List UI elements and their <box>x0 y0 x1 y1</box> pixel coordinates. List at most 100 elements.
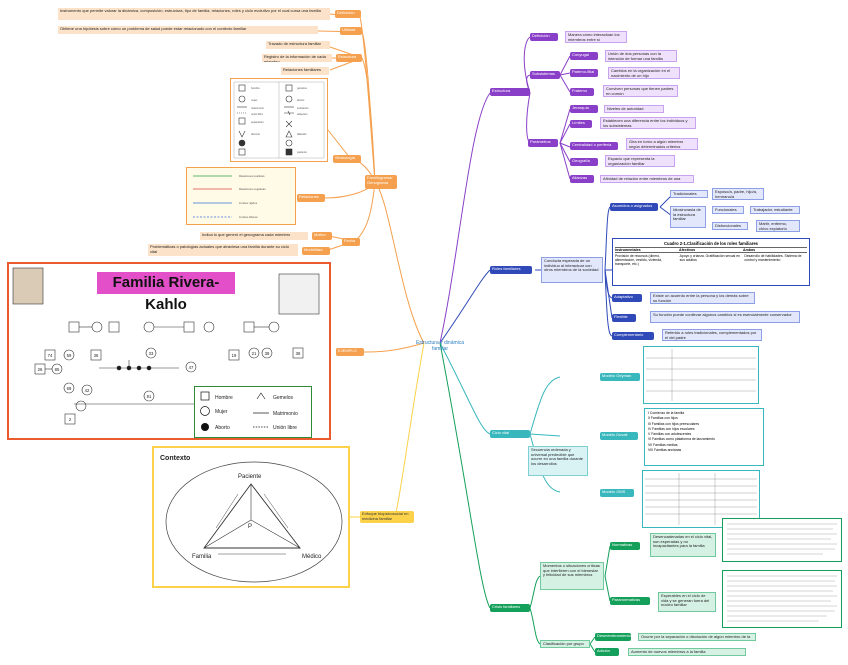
simbologia-node[interactable]: Simbología <box>333 155 361 163</box>
crisis-node[interactable]: Crisis familiares <box>490 604 530 612</box>
contexto-paciente: Paciente <box>238 474 262 480</box>
legend-union: Unión libre <box>273 425 297 431</box>
relation-label-1: Relaciones positivas <box>239 174 265 178</box>
morbilidad-node[interactable]: Morbilidad <box>302 247 330 255</box>
roles-text: Conducta esperada de un individuo al int… <box>541 257 603 283</box>
age-label: 21 <box>252 351 257 356</box>
adaptativo-node[interactable]: Adaptativo <box>612 294 642 302</box>
tradicionales-node: Tradicionales <box>670 190 708 198</box>
ciclo-node[interactable]: Ciclo vital <box>490 430 530 438</box>
estructura-left-node[interactable]: Estructura <box>336 54 362 62</box>
geyman-table-lines <box>646 349 756 401</box>
paranormativas-list <box>722 570 842 628</box>
funcionales-node: Funcionales <box>712 206 744 214</box>
roles-cell-1: Provisión de recursos (dinero, alimentac… <box>615 254 662 267</box>
duvall-node[interactable]: Modelo Duvall <box>600 432 638 440</box>
subsistemas-node[interactable]: Subsistemas <box>530 71 560 79</box>
age-label: 33 <box>149 351 154 356</box>
geyman-node[interactable]: Modelo Geyman <box>600 373 640 381</box>
age-label: 85 <box>55 367 60 372</box>
estructura-right-node[interactable]: Estructura <box>490 88 530 96</box>
centralidad-node[interactable]: Centralidad o periferia <box>570 142 618 150</box>
symbol-label-11: fallecido <box>297 132 307 136</box>
normativas-list-lines <box>727 523 837 555</box>
fraterno-text: Conviven personas que tienen padres en c… <box>603 85 678 97</box>
alianzas-node[interactable]: Alianzas <box>570 175 594 183</box>
complementario-node[interactable]: Complementario <box>612 332 654 340</box>
symbol-label-3: matrimonio <box>251 106 264 110</box>
fraterno-node[interactable]: Fraterno <box>570 88 594 96</box>
paterno-node[interactable]: Paterno-filial <box>570 69 598 77</box>
legend-hombre: Hombre <box>215 395 233 401</box>
legend-gemelos: Gemelos <box>273 395 294 401</box>
complementario-text: Referido a roles tradicionales, compleme… <box>662 329 762 341</box>
tradicionales-text: Esposo/a, padre, hijo/a, hermano/a <box>712 188 764 200</box>
flexible-node[interactable]: Flexible <box>612 314 636 322</box>
age-label: 42 <box>85 388 90 393</box>
symbol-label-1: hombre <box>251 86 260 90</box>
symbol-label-10: adopción <box>297 112 308 116</box>
paranormativas-node[interactable]: Paranormativas <box>610 597 650 605</box>
duvall-table: I Comienzo de la familia II Familias con… <box>644 408 764 466</box>
geografia-node[interactable]: Geografía <box>570 158 598 166</box>
parametros-node[interactable]: Parámetros <box>528 139 558 147</box>
genogram-title: Familia Rivera-Kahlo <box>97 272 235 313</box>
duvall-row: V Familias con adolescentes <box>648 432 692 437</box>
roles-cell-2: Apoyo y crianza. Gratificación sexual en… <box>679 254 740 263</box>
conyugal-node[interactable]: Conyugal <box>570 52 598 60</box>
adicion-text: Aumento de nuevos miembros a la familia <box>628 648 746 656</box>
desmembramiento-node[interactable]: Desmembramiento <box>595 633 631 641</box>
geyman-table <box>643 346 759 404</box>
normativas-node[interactable]: Normativas <box>610 542 640 550</box>
symbol-label-5: separación <box>251 120 264 124</box>
relaciones-node[interactable]: Relaciones <box>297 194 325 202</box>
roles-table: Cuadro 2-1.Clasificación de los roles fa… <box>612 238 810 286</box>
familiograma-definition-node[interactable]: Definición <box>335 10 361 18</box>
adaptativo-text: Existe un acuerdo entre la persona y los… <box>650 292 755 304</box>
adicion-node[interactable]: Adición <box>595 648 619 656</box>
motivo-node[interactable]: Motivo <box>312 232 332 240</box>
genogram-legend: Hombre Mujer Aborto Gemelos Matrimonio U… <box>194 386 312 438</box>
fecha-node[interactable]: Fecha <box>342 238 360 246</box>
duvall-row: II Familias con hijos <box>648 416 678 421</box>
motivo-text: Indica lo que generó el genograma cada m… <box>200 232 308 240</box>
contexto-center: P <box>248 524 252 530</box>
asumidos-node[interactable]: Asumidos o asignados <box>610 203 658 211</box>
relaciones-familiares-node: Relaciones familiares <box>281 67 329 75</box>
roles-node[interactable]: Roles familiares <box>490 266 532 274</box>
oms-node[interactable]: Modelo OMS <box>600 489 634 497</box>
oms-table-lines <box>645 473 757 525</box>
jerarquia-text: Niveles de autoridad <box>604 105 664 113</box>
duvall-row: VI Familias como plataforma de lanzamien… <box>648 437 715 442</box>
familiograma-node[interactable]: Familiograma/ Genograma <box>365 175 397 189</box>
symbol-label-8: aborto <box>297 98 305 102</box>
familiograma-utilidad-node[interactable]: Utilidad <box>340 27 362 35</box>
definicion-right-node[interactable]: Definición <box>530 33 558 41</box>
genogram-legend-symbols: Hombre Mujer Aborto Gemelos Matrimonio U… <box>200 391 298 431</box>
enfoque-node[interactable]: Enfoque biopsicosocial en medicina famil… <box>360 511 414 523</box>
conyugal-text: Unión de dos personas con la intención d… <box>605 50 677 62</box>
funcionales-text: Trabajador, estudiante <box>750 206 800 214</box>
relation-lines: Relaciones positivas Relaciones negativa… <box>193 174 266 219</box>
contexto-title: Contexto <box>160 455 190 462</box>
centralidad-text: Gira en torno a algún miembro según dete… <box>626 138 698 150</box>
center-topic[interactable]: Estructura y dinámica familiar <box>415 340 465 352</box>
symbol-label-7: gemelos <box>297 86 308 90</box>
definicion-right-text: Manera cómo interactúan los miembros ent… <box>565 31 627 43</box>
age-label: 91 <box>147 394 152 399</box>
symbol-label-9: embarazo <box>297 106 309 110</box>
paranormativas-list-lines <box>727 575 837 622</box>
limites-node[interactable]: Límites <box>570 120 592 128</box>
genogram-example: Familia Rivera-Kahlo <box>7 262 331 440</box>
ejemplo-node[interactable]: EJEMPLO <box>336 348 364 356</box>
crisis-text: Momentos o situaciones críticas que inte… <box>540 562 604 590</box>
paranormativas-text: Esperables en el ciclo de vida y se gene… <box>658 592 716 612</box>
roles-cell-3: Desarrollo de habilidades. Sistema de co… <box>744 254 802 263</box>
age-label: 47 <box>189 365 194 370</box>
simbologia-table: hombre mujer matrimonio unión libre sepa… <box>230 78 328 162</box>
duvall-row: I Comienzo de la familia <box>648 411 685 415</box>
jerarquia-node[interactable]: Jerarquía <box>570 105 598 113</box>
ciclo-text: Secuencia ordenada y universal predecibl… <box>528 446 588 476</box>
clasificacion-grupo-node: Clasificación por grupo <box>540 640 590 648</box>
registro-node: Registro de la información de cada miemb… <box>262 54 332 62</box>
